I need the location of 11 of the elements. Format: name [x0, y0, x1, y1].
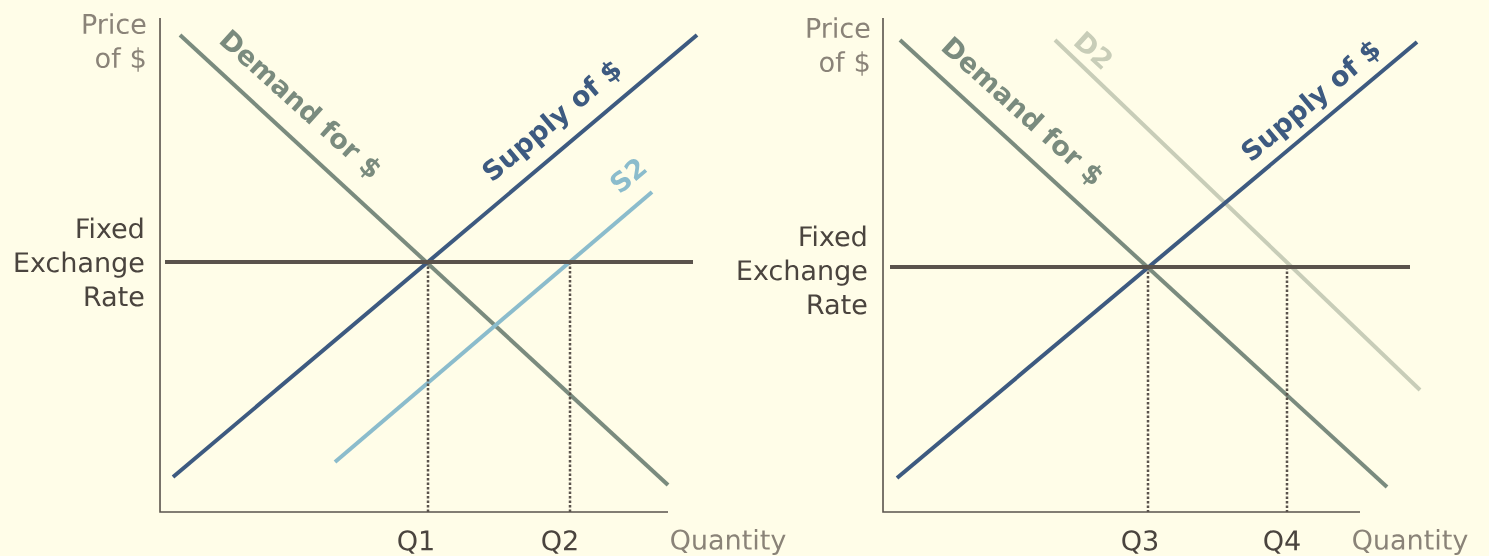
axis-label: Quantity — [671, 528, 786, 556]
axis-label: Quantity — [1353, 528, 1468, 556]
axis-label: Price of $ — [83, 13, 146, 72]
tick-label: Q3 — [1122, 530, 1158, 554]
axis-label: Price of $ — [807, 17, 870, 76]
axis-label: Fixed Exchange Rate — [738, 225, 867, 315]
tick-label: Q2 — [542, 530, 577, 554]
axis-label: Fixed Exchange Rate — [15, 217, 144, 307]
tick-label: Q1 — [398, 530, 433, 554]
curve-label: S2 — [610, 158, 648, 193]
tick-label: Q4 — [1264, 530, 1300, 554]
